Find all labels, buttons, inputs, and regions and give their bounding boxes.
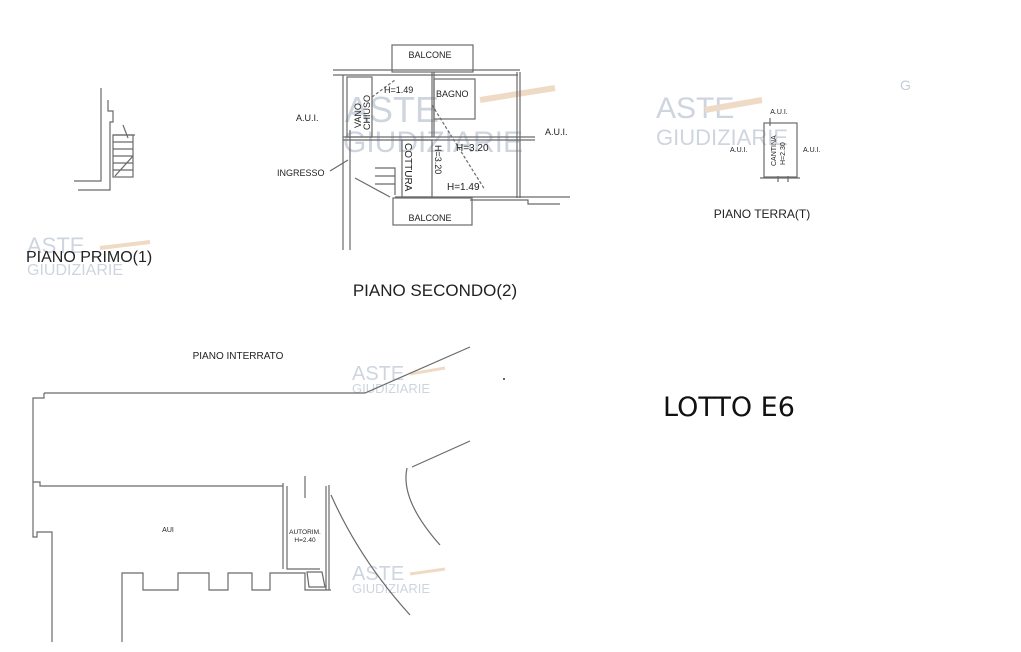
svg-text:ASTE: ASTE <box>345 89 439 130</box>
svg-text:A.U.I.: A.U.I. <box>730 147 748 154</box>
svg-text:CANTINA: CANTINA <box>771 135 778 166</box>
svg-text:ASTE: ASTE <box>27 233 84 258</box>
watermark-2: ASTE GIUDIZIARIE <box>656 92 788 150</box>
gavel-icon <box>409 567 446 576</box>
svg-text:A.U.I.: A.U.I. <box>296 113 319 123</box>
plan-piano-interrato: PIANO INTERRATO AUI AUTORIM. H=2.40 <box>32 346 471 642</box>
plan-piano-secondo: BALCONE H=1.49 BAGNO VANO CHIUSO A.U.I. … <box>277 44 570 300</box>
watermark-g-glyph: G <box>900 77 911 93</box>
svg-text:ASTE: ASTE <box>352 363 404 385</box>
plan-piano-terra: A.U.I. A.U.I. A.U.I. CANTINA H=2.30 PIAN… <box>714 109 821 221</box>
svg-text:H=3.20: H=3.20 <box>456 143 489 154</box>
title-piano-primo: PIANO PRIMO(1) <box>26 249 152 266</box>
watermark-4: ASTE GIUDIZIARIE <box>352 363 446 396</box>
svg-text:BALCONE: BALCONE <box>408 50 451 60</box>
svg-text:BAGNO: BAGNO <box>436 89 469 99</box>
svg-text:GIUDIZIARIE: GIUDIZIARIE <box>352 381 430 396</box>
dot-mark <box>503 378 505 380</box>
svg-text:A.U.I.: A.U.I. <box>545 127 568 137</box>
watermark-5: ASTE GIUDIZIARIE <box>352 563 446 596</box>
lot-title: LOTTO E6 <box>663 392 795 423</box>
svg-text:INGRESSO: INGRESSO <box>277 168 325 178</box>
svg-text:H=2.30: H=2.30 <box>780 142 787 165</box>
svg-text:AUI: AUI <box>162 527 174 534</box>
svg-text:H=3.20: H=3.20 <box>433 145 443 174</box>
svg-text:GIUDIZIARIE: GIUDIZIARIE <box>352 581 430 596</box>
watermark-1: ASTE GIUDIZIARIE <box>343 85 556 159</box>
svg-text:GIUDIZIARIE: GIUDIZIARIE <box>656 125 788 150</box>
title-piano-secondo: PIANO SECONDO(2) <box>353 281 517 300</box>
gavel-icon <box>409 366 446 376</box>
svg-text:H=1.49: H=1.49 <box>447 182 480 193</box>
svg-text:H=1.49: H=1.49 <box>384 85 413 95</box>
svg-text:VANO: VANO <box>353 103 363 128</box>
svg-text:A.U.I.: A.U.I. <box>803 147 821 154</box>
svg-text:GIUDIZIARIE: GIUDIZIARIE <box>343 126 523 159</box>
svg-text:CHIUSO: CHIUSO <box>362 95 372 130</box>
gavel-icon <box>704 97 763 113</box>
svg-text:ASTE: ASTE <box>352 563 404 585</box>
gavel-icon <box>99 240 151 250</box>
plan-piano-primo: PIANO PRIMO(1) <box>26 88 152 266</box>
svg-text:H=2.40: H=2.40 <box>294 537 316 544</box>
watermark-3: ASTE GIUDIZIARIE <box>27 233 151 279</box>
svg-text:AUTORIM.: AUTORIM. <box>289 529 321 536</box>
svg-text:GIUDIZIARIE: GIUDIZIARIE <box>27 262 123 279</box>
title-piano-terra: PIANO TERRA(T) <box>714 207 810 221</box>
svg-text:COTTURA: COTTURA <box>402 143 413 192</box>
svg-text:A.U.I.: A.U.I. <box>770 109 788 116</box>
title-piano-interrato: PIANO INTERRATO <box>193 351 284 362</box>
svg-text:BALCONE: BALCONE <box>408 213 451 223</box>
